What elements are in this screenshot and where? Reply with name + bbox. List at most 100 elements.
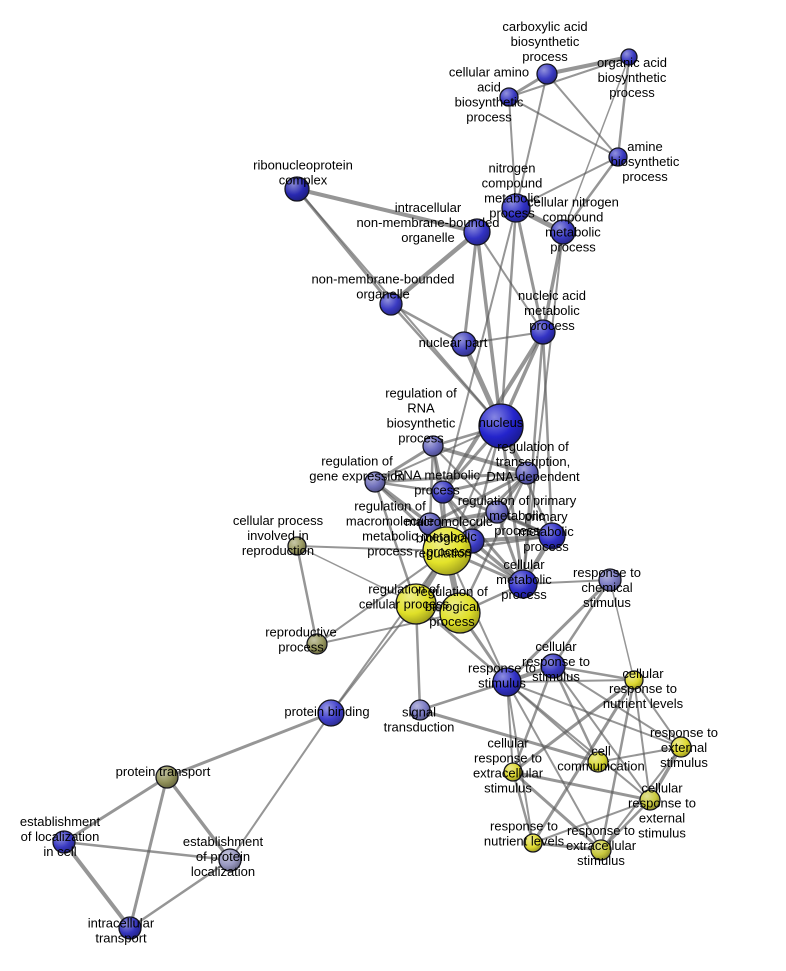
node-regulation-of-primary-metabolic-process[interactable]: regulation of primary metabolic process	[485, 500, 509, 524]
edge-organic-acid-biosynthetic-process--amine-biosynthetic-process[interactable]	[616, 55, 631, 159]
edge-intracellular-non-membrane-bounded-organelle--nucleic-acid-metabolic-process[interactable]	[476, 231, 544, 333]
node-cellular-metabolic-process[interactable]: cellular metabolic process	[508, 569, 538, 599]
edge-carboxylic-acid-biosynthetic-process--organic-acid-biosynthetic-process[interactable]	[545, 55, 631, 76]
node-response-to-nutrient-levels[interactable]: response to nutrient levels	[523, 833, 543, 853]
node-regulation-of-gene-expression[interactable]: regulation of gene expression	[364, 471, 386, 493]
edge-cellular-response-to-nutrient-levels--cellular-response-to-extracellular-stimulus[interactable]	[511, 678, 636, 774]
edge-nucleic-acid-metabolic-process--cellular-metabolic-process[interactable]	[521, 330, 545, 586]
edge-regulation-of-rna-biosynthetic-process--regulation-of-macromolecule-metabolic-process[interactable]	[428, 444, 435, 526]
node-organic-acid-biosynthetic-process[interactable]: organic acid biosynthetic process	[620, 48, 638, 66]
edge-response-to-stimulus--cellular-response-to-nutrient-levels[interactable]	[506, 679, 635, 683]
edge-protein-transport--establishment-of-protein-localization[interactable]	[165, 775, 232, 862]
edge-protein-binding--establishment-of-protein-localization[interactable]	[229, 712, 332, 861]
node-response-to-stimulus[interactable]: response to stimulus	[492, 667, 522, 697]
edge-response-to-external-stimulus--cell-communication[interactable]	[597, 746, 682, 763]
node-primary-metabolic-process[interactable]: primary metabolic process	[538, 522, 566, 550]
edge-nitrogen-compound-metabolic-process--rna-metabolic-process[interactable]	[442, 207, 517, 493]
node-ribonucleoprotein-complex[interactable]: ribonucleoprotein complex	[284, 176, 310, 202]
edge-nucleic-acid-metabolic-process--primary-metabolic-process[interactable]	[541, 330, 554, 538]
node-nuclear-part[interactable]: nuclear part	[451, 331, 477, 357]
edge-establishment-of-localization-in-cell--intracellular-transport[interactable]	[62, 840, 132, 930]
edge-establishment-of-localization-in-cell--establishment-of-protein-localization[interactable]	[62, 840, 232, 862]
edge-protein-transport--intracellular-transport[interactable]	[128, 775, 169, 930]
node-cellular-nitrogen-compound-metabolic-process[interactable]: cellular nitrogen compound metabolic pro…	[550, 219, 576, 245]
edge-regulation-of-biological-process--reproductive-process[interactable]	[316, 612, 461, 645]
edge-cellular-response-to-nutrient-levels--cellular-response-to-external-stimulus[interactable]	[633, 679, 651, 801]
edge-protein-binding--protein-transport[interactable]	[165, 711, 333, 779]
edge-non-membrane-bounded-organelle--nuclear-part[interactable]	[389, 302, 466, 346]
edge-nucleic-acid-metabolic-process--nuclear-part[interactable]	[463, 331, 544, 345]
node-response-to-extracellular-stimulus[interactable]: response to extracellular stimulus	[590, 839, 612, 861]
edge-biological-regulation--protein-binding[interactable]	[330, 550, 448, 714]
edge-nitrogen-compound-metabolic-process--nucleic-acid-metabolic-process[interactable]	[514, 206, 545, 334]
node-regulation-of-cellular-process[interactable]: regulation of cellular process	[395, 583, 437, 625]
node-biological-regulation[interactable]: biological regulation	[422, 526, 472, 576]
edge-cellular-response-to-stimulus--cellular-response-to-nutrient-levels[interactable]	[551, 664, 636, 682]
edge-cellular-response-to-external-stimulus--response-to-nutrient-levels[interactable]	[532, 799, 651, 844]
edge-cellular-response-to-external-stimulus--response-to-extracellular-stimulus[interactable]	[599, 798, 652, 852]
edge-non-membrane-bounded-organelle--nucleus[interactable]	[389, 302, 503, 428]
edge-response-to-chemical-stimulus--response-to-stimulus[interactable]	[505, 578, 612, 684]
node-cellular-response-to-extracellular-stimulus[interactable]: cellular response to extracellular stimu…	[503, 762, 523, 782]
edge-organic-acid-biosynthetic-process--cellular-nitrogen-compound-metabolic-process[interactable]	[562, 56, 630, 233]
edge-cellular-process-involved-in-reproduction--reproductive-process[interactable]	[295, 544, 319, 646]
node-cellular-response-to-nutrient-levels[interactable]: cellular response to nutrient levels	[624, 670, 644, 690]
node-regulation-of-rna-biosynthetic-process[interactable]: regulation of RNA biosynthetic process	[422, 435, 444, 457]
edge-cellular-amino-acid-biosynthetic-process--amine-biosynthetic-process[interactable]	[508, 96, 619, 158]
node-response-to-external-stimulus[interactable]: response to external stimulus	[670, 736, 692, 758]
edge-response-to-stimulus--cellular-response-to-extracellular-stimulus[interactable]	[506, 681, 514, 773]
node-regulation-of-transcription-dna-dependent[interactable]: regulation of transcription, DNA-depende…	[515, 461, 539, 485]
edge-regulation-of-gene-expression--regulation-of-cellular-process[interactable]	[373, 480, 418, 606]
edge-response-to-chemical-stimulus--cellular-response-to-stimulus[interactable]	[551, 578, 612, 668]
edge-organic-acid-biosynthetic-process--cellular-amino-acid-biosynthetic-process[interactable]	[508, 56, 630, 98]
edge-response-to-nutrient-levels--response-to-extracellular-stimulus[interactable]	[531, 841, 603, 852]
edge-establishment-of-protein-localization--intracellular-transport[interactable]	[128, 858, 232, 930]
edge-regulation-of-transcription-dna-dependent--regulation-of-macromolecule-metabolic-process[interactable]	[428, 471, 529, 526]
node-cellular-response-to-stimulus[interactable]: cellular response to stimulus	[540, 653, 566, 679]
edge-regulation-of-transcription-dna-dependent--regulation-of-biological-process[interactable]	[458, 471, 529, 615]
edge-regulation-of-cellular-process--protein-binding[interactable]	[330, 603, 417, 714]
node-protein-transport[interactable]: protein transport	[155, 765, 179, 789]
edge-amine-biosynthetic-process--cellular-nitrogen-compound-metabolic-process[interactable]	[561, 155, 620, 234]
edge-cellular-nitrogen-compound-metabolic-process--nucleic-acid-metabolic-process[interactable]	[541, 230, 565, 334]
node-nucleic-acid-metabolic-process[interactable]: nucleic acid metabolic process	[530, 319, 556, 345]
edge-cellular-response-to-nutrient-levels--response-to-extracellular-stimulus[interactable]	[599, 678, 636, 852]
edge-response-to-stimulus--response-to-external-stimulus[interactable]	[506, 681, 682, 748]
node-establishment-of-protein-localization[interactable]: establishment of protein localization	[218, 848, 242, 872]
edge-intracellular-non-membrane-bounded-organelle--non-membrane-bounded-organelle[interactable]	[388, 229, 480, 307]
node-intracellular-non-membrane-bounded-organelle[interactable]: intracellular non-membrane-bounded organ…	[463, 218, 491, 246]
edge-regulation-of-transcription-dna-dependent--regulation-of-gene-expression[interactable]	[373, 471, 529, 484]
edge-cellular-amino-acid-biosynthetic-process--nitrogen-compound-metabolic-process[interactable]	[508, 96, 517, 209]
node-nitrogen-compound-metabolic-process[interactable]: nitrogen compound metabolic process	[501, 193, 531, 223]
node-reproductive-process[interactable]: reproductive process	[306, 633, 328, 655]
edge-regulation-of-rna-biosynthetic-process--regulation-of-transcription-dna-dependent[interactable]	[431, 444, 529, 475]
node-response-to-chemical-stimulus[interactable]: response to chemical stimulus	[598, 568, 622, 592]
edge-ribonucleoprotein-complex--intracellular-non-membrane-bounded-organelle[interactable]	[295, 187, 479, 234]
edge-protein-transport--establishment-of-localization-in-cell[interactable]	[62, 775, 169, 844]
node-cellular-process-involved-in-reproduction[interactable]: cellular process involved in reproductio…	[287, 536, 307, 556]
edge-regulation-of-transcription-dna-dependent--rna-metabolic-process[interactable]	[441, 471, 529, 494]
node-nucleus[interactable]: nucleus	[478, 403, 524, 449]
edge-cellular-response-to-nutrient-levels--response-to-nutrient-levels[interactable]	[531, 678, 636, 845]
edge-cell-communication--signal-transduction[interactable]	[418, 708, 600, 764]
node-intracellular-transport[interactable]: intracellular transport	[118, 916, 142, 940]
edge-response-to-stimulus--cellular-response-to-external-stimulus[interactable]	[506, 681, 651, 801]
edge-cellular-response-to-extracellular-stimulus--response-to-nutrient-levels[interactable]	[511, 770, 535, 845]
edge-cellular-response-to-extracellular-stimulus--response-to-extracellular-stimulus[interactable]	[511, 770, 603, 852]
node-amine-biosynthetic-process[interactable]: amine biosynthetic process	[608, 147, 628, 167]
edge-carboxylic-acid-biosynthetic-process--amine-biosynthetic-process[interactable]	[546, 73, 619, 158]
edge-nitrogen-compound-metabolic-process--nucleus[interactable]	[499, 206, 518, 428]
node-cellular-response-to-external-stimulus[interactable]: cellular response to external stimulus	[639, 789, 661, 811]
edge-regulation-of-cellular-process--cellular-process-involved-in-reproduction[interactable]	[296, 545, 417, 605]
edge-intracellular-non-membrane-bounded-organelle--nuclear-part[interactable]	[462, 230, 479, 346]
node-non-membrane-bounded-organelle[interactable]: non-membrane-bounded organelle	[379, 292, 403, 316]
edge-intracellular-non-membrane-bounded-organelle--nucleus[interactable]	[475, 230, 503, 428]
edge-response-to-stimulus--response-to-nutrient-levels[interactable]	[506, 681, 534, 844]
edge-carboxylic-acid-biosynthetic-process--nitrogen-compound-metabolic-process[interactable]	[515, 73, 548, 209]
node-protein-binding[interactable]: protein binding	[317, 699, 345, 727]
edge-regulation-of-rna-biosynthetic-process--regulation-of-primary-metabolic-process[interactable]	[432, 445, 498, 513]
node-regulation-of-biological-process[interactable]: regulation of biological process	[439, 592, 481, 634]
node-cell-communication[interactable]: cell communication	[587, 751, 609, 773]
edge-cellular-response-to-extracellular-stimulus--cellular-response-to-external-stimulus[interactable]	[511, 770, 652, 802]
